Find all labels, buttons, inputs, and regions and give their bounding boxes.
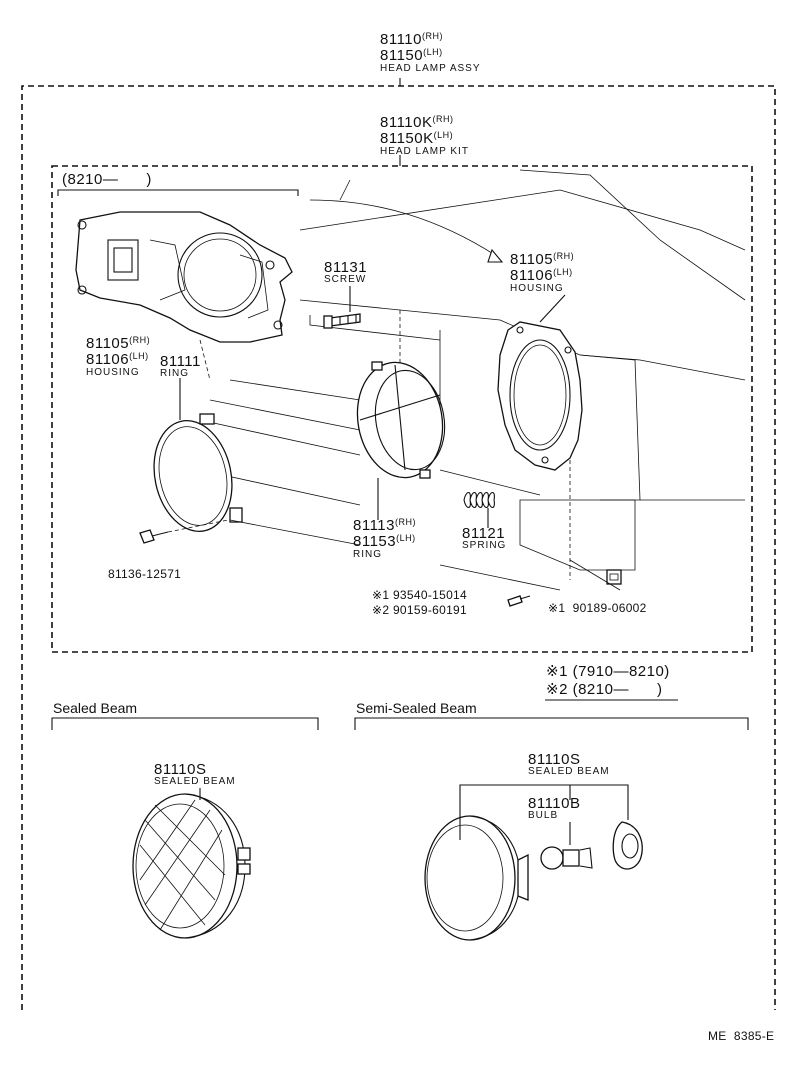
kit-rh: (RH) xyxy=(432,114,454,124)
spring-pn: 81121 xyxy=(462,525,506,542)
screw-part xyxy=(323,313,361,329)
screw1-pn: ※1 93540-15014 xyxy=(372,588,467,602)
kit-name: HEAD LAMP KIT xyxy=(380,146,469,157)
ring-mid-rh: (RH) xyxy=(395,517,416,527)
ring-mid-lh: (LH) xyxy=(396,533,416,543)
figure-code: ME 8385-E xyxy=(708,1029,775,1043)
assy-name: HEAD LAMP ASSY xyxy=(380,63,481,74)
sealed-name: SEALED BEAM xyxy=(154,776,236,787)
legend-line1: ※1 (7910—8210) xyxy=(546,663,670,680)
sealed-beam-lamp xyxy=(132,788,251,939)
bulb-pn: 81110B xyxy=(528,795,581,812)
sealed-pn: 81110S xyxy=(154,761,207,778)
ring-left-part xyxy=(153,413,243,532)
sealed-label: 81110S SEALED BEAM xyxy=(154,762,236,787)
ring-left-pn: 81111 xyxy=(160,353,201,370)
kit-pn-lh: 81150K xyxy=(380,130,434,147)
small-screw-part xyxy=(507,595,531,607)
semi-pn: 81110S xyxy=(528,751,581,768)
housing-left-pn-rh: 81105 xyxy=(86,335,130,352)
assy-pn-rh: 81110 xyxy=(380,31,422,48)
ring-left-label: 81111 RING xyxy=(160,354,201,379)
semi-label: 81110S SEALED BEAM xyxy=(528,752,610,777)
screw-name: SCREW xyxy=(324,274,367,285)
kit-lh: (LH) xyxy=(433,130,454,140)
spring-name: SPRING xyxy=(462,540,507,551)
sealed-header: Sealed Beam xyxy=(53,700,138,716)
housing-right-rh: (RH) xyxy=(553,251,575,261)
kit-pn-rh: 81110K xyxy=(380,114,433,131)
housing-right-label: 81105(RH) 81106(LH) HOUSING xyxy=(510,252,574,294)
legend: ※1 (7910—8210) ※2 (8210— ) xyxy=(546,664,670,697)
spring-label: 81121 SPRING xyxy=(462,526,506,551)
date-bracket xyxy=(57,189,299,196)
ring-mid-part xyxy=(356,361,446,479)
ring-left-name: RING xyxy=(160,368,189,379)
assy-pn-lh: 81150 xyxy=(380,47,424,64)
screw-pn: 81131 xyxy=(324,259,368,276)
kit-label: 81110K(RH) 81150K(LH) HEAD LAMP KIT xyxy=(380,115,469,157)
assy-rh: (RH) xyxy=(422,31,443,41)
date-range-top: (8210— ) xyxy=(62,171,152,188)
assy-label: 81110(RH) 81150(LH) HEAD LAMP ASSY xyxy=(380,32,481,74)
housing-left-name: HOUSING xyxy=(86,367,140,378)
housing-right-pn-rh: 81105 xyxy=(510,251,554,268)
housing-left-rh: (RH) xyxy=(129,335,151,345)
housing-right-name: HOUSING xyxy=(510,283,564,294)
housing-right-part xyxy=(497,321,583,471)
bolt-pn: 81136-12571 xyxy=(108,567,182,581)
housing-left-part xyxy=(75,211,293,343)
legend-line2: ※2 (8210— ) xyxy=(546,681,663,698)
vehicle-body-outline xyxy=(199,169,746,571)
housing-left-label: 81105(RH) 81106(LH) HOUSING xyxy=(86,336,150,378)
assy-lh: (LH) xyxy=(423,47,443,57)
housing-left-lh: (LH) xyxy=(129,351,149,361)
ring-mid-pn-rh: 81113 xyxy=(353,517,395,534)
bolt-part xyxy=(139,519,229,544)
housing-right-lh: (LH) xyxy=(553,267,573,277)
assy-frame xyxy=(21,78,776,1010)
ring-mid-label: 81113(RH) 81153(LH) RING xyxy=(353,518,416,560)
ring-mid-pn-lh: 81153 xyxy=(353,533,397,550)
leader-lines xyxy=(179,286,621,591)
section-brackets xyxy=(51,717,749,730)
semi-header: Semi-Sealed Beam xyxy=(356,700,477,716)
kit-frame xyxy=(51,155,753,653)
ring-mid-name: RING xyxy=(353,549,382,560)
screw2-pn: ※2 90159-60191 xyxy=(372,603,467,617)
housing-left-pn-lh: 81106 xyxy=(86,351,130,368)
bulb-label: 81110B BULB xyxy=(528,796,581,821)
semi-sealed-lamp xyxy=(424,784,643,941)
nut-pn: ※1 90189-06002 xyxy=(548,601,647,615)
housing-right-pn-lh: 81106 xyxy=(510,267,554,284)
spring-part xyxy=(463,491,495,509)
screw-label: 81131 SCREW xyxy=(324,260,367,285)
nut-part xyxy=(606,569,622,585)
semi-name: SEALED BEAM xyxy=(528,766,610,777)
bulb-name: BULB xyxy=(528,810,559,821)
